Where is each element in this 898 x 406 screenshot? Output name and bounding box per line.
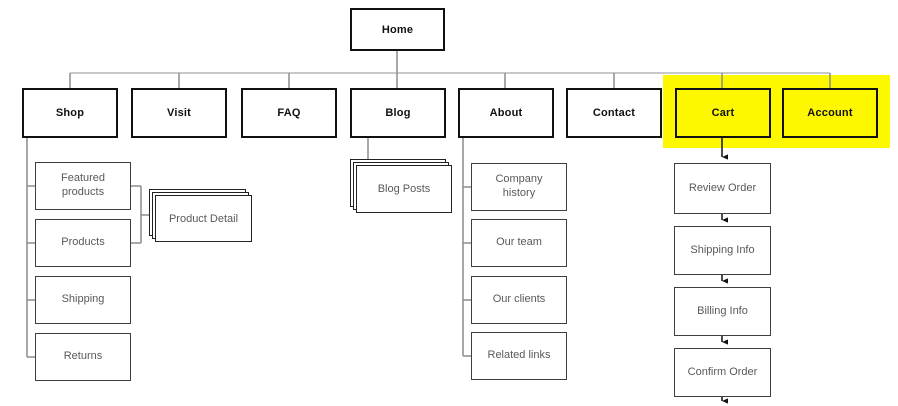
stack-page-front: Blog Posts [356, 165, 452, 213]
node-confirm-order: Confirm Order [674, 348, 771, 397]
node-company-history: Company history [471, 163, 567, 211]
node-shipping-info: Shipping Info [674, 226, 771, 275]
stack-page-front: Product Detail [155, 195, 252, 242]
node-featured-products: Featured products [35, 162, 131, 210]
node-shipping: Shipping [35, 276, 131, 324]
node-contact: Contact [566, 88, 662, 138]
node-visit: Visit [131, 88, 227, 138]
node-related-links: Related links [471, 332, 567, 380]
node-account: Account [782, 88, 878, 138]
node-review-order: Review Order [674, 163, 771, 214]
node-products: Products [35, 219, 131, 267]
node-our-clients: Our clients [471, 276, 567, 324]
node-returns: Returns [35, 333, 131, 381]
highlight-band [663, 75, 890, 148]
node-blog: Blog [350, 88, 446, 138]
node-cart: Cart [675, 88, 771, 138]
node-about: About [458, 88, 554, 138]
node-home: Home [350, 8, 445, 51]
node-blog-posts: Blog Posts [350, 159, 452, 213]
node-shop: Shop [22, 88, 118, 138]
node-product-detail: Product Detail [149, 189, 252, 242]
node-our-team: Our team [471, 219, 567, 267]
node-billing-info: Billing Info [674, 287, 771, 336]
node-faq: FAQ [241, 88, 337, 138]
